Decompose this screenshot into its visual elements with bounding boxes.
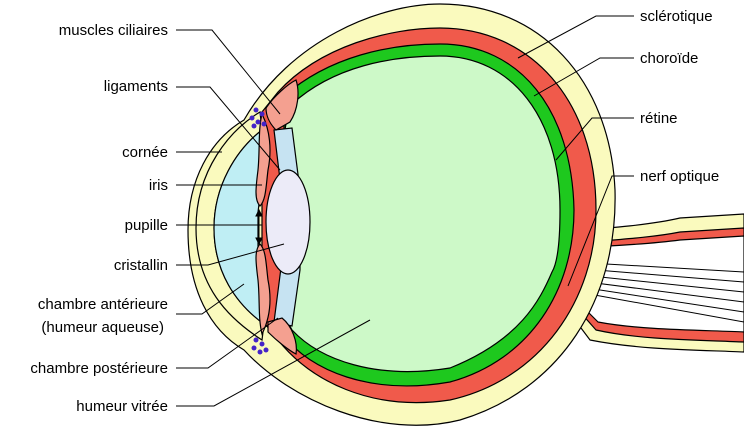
label-pupille: pupille	[125, 217, 168, 234]
schlemm-canal-dots-lower	[251, 337, 269, 355]
leader-nerf-optique	[567, 175, 634, 287]
lens	[265, 169, 311, 275]
label-nerf-optique: nerf optique	[640, 168, 719, 185]
label-chambre-anterieure: chambre antérieure	[38, 296, 168, 313]
leader-muscles-ciliaires	[176, 29, 281, 115]
label-humeur-aqueuse: (humeur aqueuse)	[41, 319, 164, 336]
iris-lower	[255, 243, 271, 336]
ciliary-muscle-lower	[267, 317, 297, 355]
label-iris: iris	[149, 177, 168, 194]
label-cristallin: cristallin	[114, 257, 168, 274]
pupil-arrow	[255, 208, 263, 246]
label-choroide: choroïde	[640, 50, 698, 67]
leader-lines	[176, 15, 634, 407]
leader-cristallin	[176, 243, 285, 266]
ciliary-muscle-upper	[265, 79, 299, 131]
label-ligaments: ligaments	[104, 78, 168, 95]
label-sclerotique: sclérotique	[640, 8, 713, 25]
iris-upper	[255, 112, 271, 207]
vitreous-body	[281, 55, 561, 373]
leader-chambre-posterieure	[176, 317, 279, 369]
leader-sclerotique	[517, 15, 634, 59]
label-humeur-vitree: humeur vitrée	[76, 398, 168, 415]
label-muscles-ciliaires: muscles ciliaires	[59, 22, 168, 39]
leader-choroide	[533, 57, 634, 97]
leader-humeur-vitree	[176, 319, 371, 407]
leader-retine	[555, 117, 634, 161]
leader-chambre-anterieure	[176, 283, 245, 315]
schlemm-canal-dots-upper	[249, 107, 267, 129]
label-cornee: cornée	[122, 144, 168, 161]
label-chambre-posterieure: chambre postérieure	[30, 360, 168, 377]
leader-ligaments	[176, 86, 281, 171]
label-retine: rétine	[640, 110, 678, 127]
